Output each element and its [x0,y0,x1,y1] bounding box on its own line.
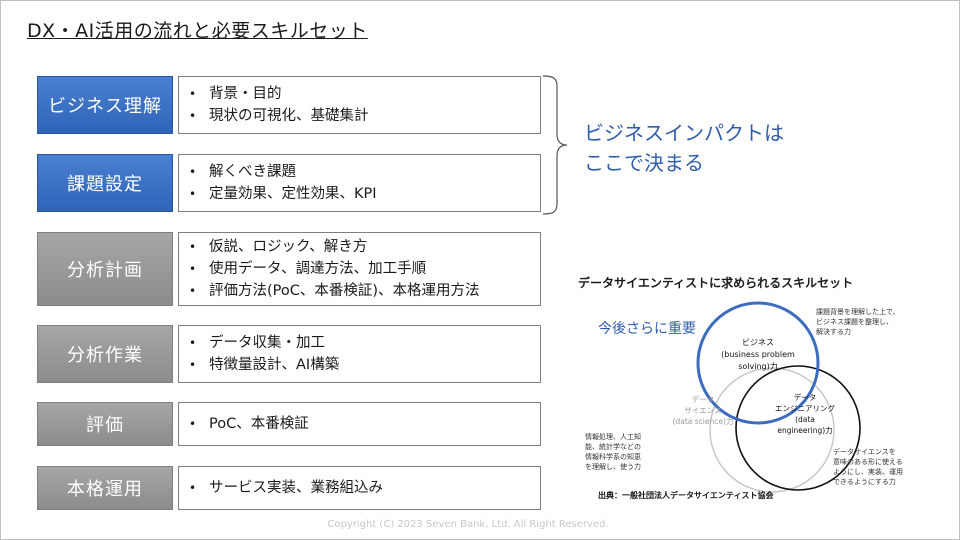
svg-text:ようにし、実装、運用: ようにし、実装、運用 [833,467,903,476]
bullet-icon: • [189,481,197,495]
copyright-footer: Copyright (C) 2023 Seven Bank, Ltd. All … [327,519,609,530]
step-full-operation: 本格運用 [37,466,173,510]
bullet-icon: • [189,262,197,276]
skillset-venn-diagram: 今後さらに重要 ビジネス (business problem solving)力… [585,301,903,500]
slide-title: DX・AI活用の流れと必要スキルセット [27,20,368,42]
svg-text:エンジニアリング: エンジニアリング [775,403,835,413]
step-analysis-plan: 分析計画 [37,232,173,306]
science-label: データ [692,394,715,404]
step-evaluation: 評価 [37,402,173,446]
list-item: •解くべき課題 [189,161,530,183]
step-business-understanding-details: •背景・目的 •現状の可視化、基礎集計 [178,76,541,134]
step-analysis-work-details: •データ収集・加工 •特徴量設計、AI構築 [178,325,541,383]
bullet-icon: • [189,87,197,101]
list-item: •現状の可視化、基礎集計 [189,105,530,127]
bullet-icon: • [189,358,197,372]
svg-text:できるようにする力: できるようにする力 [833,477,896,486]
list-item: •PoC、本番検証 [189,413,530,435]
svg-text:サイエンス: サイエンス [684,406,721,415]
list-item: •特徴量設計、AI構築 [189,354,530,376]
bullet-icon: • [189,336,197,350]
svg-text:solving)力: solving)力 [738,361,778,371]
list-item: •評価方法(PoC、本番検証)、本格運用方法 [189,280,530,302]
svg-text:(business problem: (business problem [721,350,795,359]
business-description: 課題背景を理解した上で、 [816,307,900,316]
bullet-icon: • [189,165,197,179]
bullet-icon: • [189,240,197,254]
step-analysis-work: 分析作業 [37,325,173,383]
list-item: •定量効果、定性効果、KPI [189,183,530,205]
engineering-circle [735,365,861,491]
bullet-icon: • [189,109,197,123]
emphasis-label: 今後さらに重要 [598,321,696,337]
source-citation: 出典：一般社団法人データサイエンティスト協会 [598,490,773,500]
business-impact-callout: ビジネスインパクトは ここで決まる [584,121,784,175]
svg-text:能、統計学などの: 能、統計学などの [585,442,641,451]
svg-text:ビジネス課題を整理し、: ビジネス課題を整理し、 [816,317,893,326]
list-item: •データ収集・加工 [189,332,530,354]
svg-text:(data: (data [795,415,815,424]
bullet-icon: • [189,417,197,431]
list-item: •背景・目的 [189,83,530,105]
step-problem-setting-details: •解くべき課題 •定量効果、定性効果、KPI [178,154,541,212]
step-problem-setting: 課題設定 [37,154,173,212]
bullet-icon: • [189,284,197,298]
engineering-description: データサイエンスを [833,447,896,456]
svg-text:engineering)力: engineering)力 [777,425,832,435]
science-description: 情報処理、人工知 [585,432,641,441]
svg-text:解決する力: 解決する力 [816,327,851,336]
business-circle [696,301,820,425]
svg-text:意味のある形に使える: 意味のある形に使える [833,457,903,466]
svg-text:を理解し、使う力: を理解し、使う力 [585,462,641,471]
step-full-operation-details: •サービス実装、業務組込み [178,466,541,510]
step-analysis-plan-details: •仮説、ロジック、解き方 •使用データ、調達方法、加工手順 •評価方法(PoC、… [178,232,541,306]
svg-text:情報科学系の知恵: 情報科学系の知恵 [585,452,641,461]
step-evaluation-details: •PoC、本番検証 [178,402,541,446]
list-item: •サービス実装、業務組込み [189,477,530,499]
venn-title: データサイエンティストに求められるスキルセット [578,276,854,290]
list-item: •仮説、ロジック、解き方 [189,236,530,258]
step-business-understanding: ビジネス理解 [37,76,173,134]
bullet-icon: • [189,187,197,201]
right-brace-icon [542,75,568,215]
business-label: ビジネス [742,338,774,347]
science-circle [709,367,835,493]
svg-text:(data science)力: (data science)力 [673,416,734,426]
engineering-label: データ [794,392,817,402]
list-item: •使用データ、調達方法、加工手順 [189,258,530,280]
